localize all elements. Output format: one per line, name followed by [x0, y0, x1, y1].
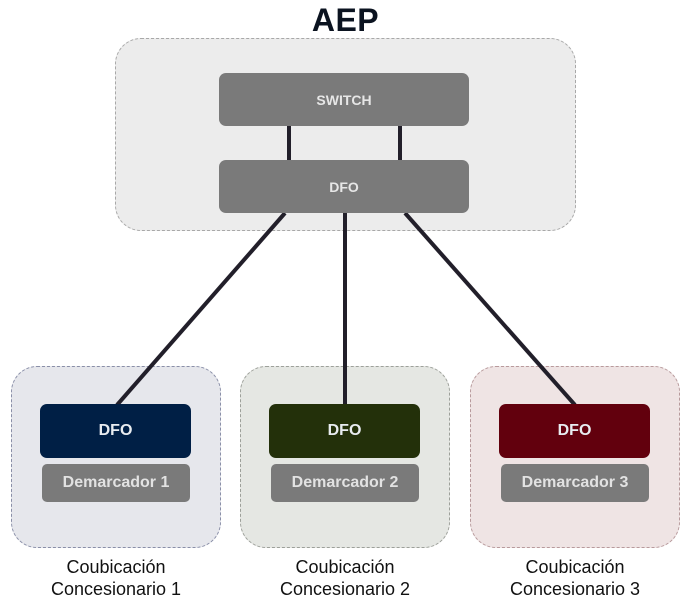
site-1-demarcador-node: Demarcador 1: [42, 464, 190, 502]
site-2-dfo-label: DFO: [327, 422, 362, 439]
site-3-demarcador-node: Demarcador 3: [501, 464, 649, 502]
site-2-caption-line2: Concesionario 2: [279, 579, 411, 599]
site-1-caption: Coubicación Concesionario 1: [1, 556, 231, 600]
link-dfo-site-1: [115, 211, 287, 407]
diagram-title: AEP: [311, 2, 380, 38]
site-2-caption-line1: Coubicación: [295, 557, 395, 577]
site-3-caption: Coubicación Concesionario 3: [460, 556, 690, 600]
site-1-caption-line2: Concesionario 1: [50, 579, 182, 599]
site-1-dfo-node: DFO: [40, 404, 191, 458]
site-2-demarcador-label: Demarcador 2: [291, 474, 399, 491]
site-1-caption-line1: Coubicación: [66, 557, 166, 577]
switch-label: SWITCH: [316, 91, 372, 108]
switch-node: SWITCH: [219, 73, 469, 126]
aep-dfo-node: DFO: [219, 160, 469, 213]
link-dfo-site-3: [403, 211, 577, 407]
site-3-dfo-label: DFO: [557, 422, 592, 439]
site-1-demarcador-label: Demarcador 1: [62, 474, 170, 491]
site-2-dfo-node: DFO: [269, 404, 420, 458]
site-1-dfo-label: DFO: [98, 422, 133, 439]
site-2-caption: Coubicación Concesionario 2: [230, 556, 460, 600]
site-3-caption-line1: Coubicación: [525, 557, 625, 577]
site-3-dfo-node: DFO: [499, 404, 650, 458]
site-3-caption-line2: Concesionario 3: [509, 579, 641, 599]
aep-dfo-label: DFO: [329, 178, 359, 195]
site-3-demarcador-label: Demarcador 3: [521, 474, 629, 491]
site-2-demarcador-node: Demarcador 2: [271, 464, 419, 502]
